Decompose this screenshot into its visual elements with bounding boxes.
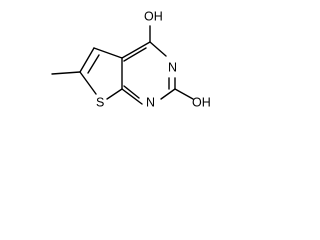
bond-c6-methyl — [51, 71, 81, 75]
structure-canvas: OH N N S OH — [0, 0, 226, 137]
bond-c2-oh — [174, 88, 194, 100]
bonds — [51, 25, 194, 105]
bond-n1-c7a — [121, 88, 143, 105]
label-n-upper: N — [168, 60, 177, 74]
bond-c6-s — [79, 71, 97, 95]
label-oh-top: OH — [144, 9, 163, 23]
bond-c4-n3 — [149, 41, 167, 57]
bond-s-c7a — [106, 88, 123, 100]
bond-c4-c4a-inner — [123, 47, 147, 62]
bond-c4a-c5 — [93, 47, 123, 59]
atom-labels: OH N N S OH — [96, 9, 211, 109]
label-oh-bottom: OH — [192, 95, 211, 109]
bond-c5-c6 — [79, 47, 95, 73]
bond-n1-c7a-inner — [123, 85, 140, 99]
bond-c2-n1 — [160, 88, 176, 100]
bond-c4-c4a — [121, 41, 151, 59]
bond-c5-c6-inner — [87, 54, 100, 74]
label-s: S — [96, 95, 104, 109]
molecule-drawing: OH N N S OH — [51, 9, 211, 109]
label-n-lower: N — [146, 95, 155, 109]
